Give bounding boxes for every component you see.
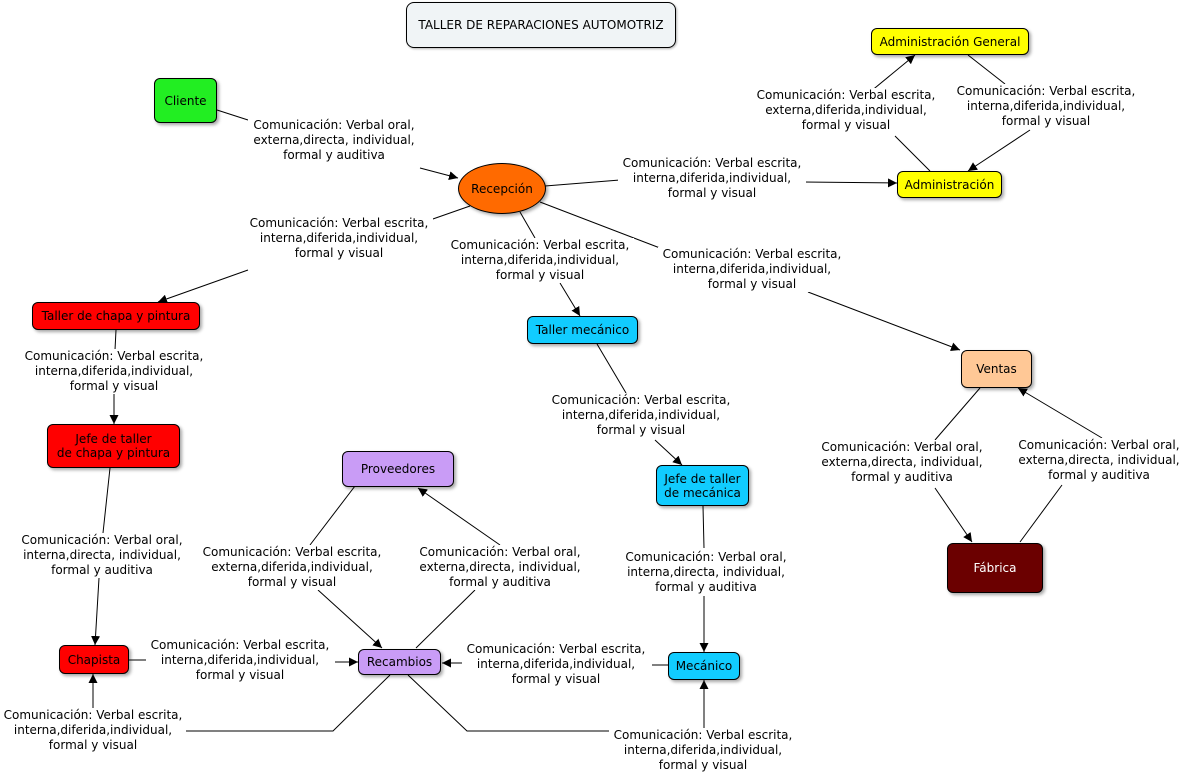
diagram-title: TALLER DE REPARACIONES AUTOMOTRIZ	[406, 2, 676, 48]
label-recambios-chapista: Comunicación: Verbal escrita, interna,di…	[0, 708, 186, 753]
label-mecanico-recambios: Comunicación: Verbal escrita, interna,di…	[462, 642, 650, 687]
node-taller-mecanico[interactable]: Taller mecánico	[527, 316, 638, 344]
label-admin-admingen: Comunicación: Verbal escrita, externa,di…	[752, 88, 940, 133]
node-mecanico[interactable]: Mecánico	[668, 652, 740, 680]
node-administracion[interactable]: Administración	[897, 171, 1002, 198]
edge-cliente-recepcion	[216, 109, 458, 178]
node-recambios[interactable]: Recambios	[358, 649, 441, 675]
label-recepcion-ventas: Comunicación: Verbal escrita, interna,di…	[658, 247, 846, 292]
edge-admin-admingen	[869, 55, 931, 172]
node-taller-chapa[interactable]: Taller de chapa y pintura	[32, 302, 200, 330]
label-cliente-recepcion: Comunicación: Verbal oral, externa,direc…	[248, 118, 420, 163]
edge-admingen-admin	[968, 54, 1031, 171]
label-chapa-jefe: Comunicación: Verbal escrita, interna,di…	[20, 349, 208, 394]
label-recepcion-mecanico: Comunicación: Verbal escrita, interna,di…	[446, 238, 634, 283]
node-cliente[interactable]: Cliente	[154, 78, 217, 123]
node-jefe-chapa[interactable]: Jefe de taller de chapa y pintura	[47, 424, 180, 468]
edge-recepcion-admin	[544, 180, 897, 186]
edge-fabrica-ventas	[1018, 388, 1103, 543]
node-ventas[interactable]: Ventas	[961, 350, 1032, 388]
edge-ventas-fabrica	[934, 387, 980, 542]
edge-recambios-chapista	[93, 674, 391, 732]
label-chapista-recambios: Comunicación: Verbal escrita, interna,di…	[146, 638, 334, 683]
label-recambios-mecanico: Comunicación: Verbal escrita, interna,di…	[609, 728, 797, 773]
label-fabrica-ventas: Comunicación: Verbal oral, externa,direc…	[1012, 438, 1186, 483]
label-jefe-chapista: Comunicación: Verbal oral, interna,direc…	[14, 533, 190, 578]
edge-recepcion-tmec	[519, 211, 580, 316]
node-administracion-general[interactable]: Administración General	[871, 28, 1029, 55]
edge-recepcion-ventas	[539, 201, 960, 350]
edge-prov-recambios	[309, 485, 382, 648]
label-recepcion-chapa: Comunicación: Verbal escrita, interna,di…	[245, 216, 433, 261]
label-ventas-fabrica: Comunicación: Verbal oral, externa,direc…	[814, 440, 990, 485]
edge-chapa-jefe	[114, 329, 116, 424]
node-proveedores[interactable]: Proveedores	[342, 451, 454, 487]
node-fabrica[interactable]: Fábrica	[947, 543, 1043, 593]
label-prov-recambios: Comunicación: Verbal escrita, externa,di…	[198, 545, 386, 590]
node-chapista[interactable]: Chapista	[59, 645, 129, 674]
edge-recepcion-chapa	[158, 205, 471, 302]
node-recepcion[interactable]: Recepción	[458, 163, 546, 214]
label-admingen-admin: Comunicación: Verbal escrita, interna,di…	[952, 84, 1140, 129]
edge-jefe-mecanico	[703, 505, 704, 652]
label-jefe-mecanico: Comunicación: Verbal oral, interna,direc…	[618, 550, 794, 595]
edge-recambios-prov	[416, 488, 501, 649]
edge-tmec-jefe	[596, 343, 682, 465]
edge-recambios-mecanico	[407, 675, 704, 732]
label-recepcion-admin: Comunicación: Verbal escrita, interna,di…	[618, 156, 806, 201]
edge-jefe-chapista	[95, 467, 111, 645]
label-recambios-prov: Comunicación: Verbal oral, externa,direc…	[412, 545, 588, 590]
node-jefe-mecanica[interactable]: Jefe de taller de mecánica	[656, 465, 749, 506]
label-tmec-jefe: Comunicación: Verbal escrita, interna,di…	[547, 393, 735, 438]
